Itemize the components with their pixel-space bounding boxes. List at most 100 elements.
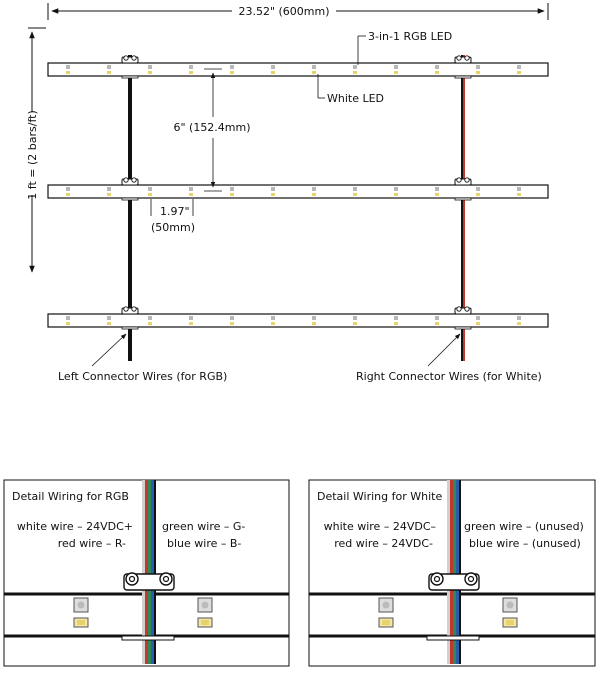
detail-rgb-right-line1: green wire – G-	[162, 520, 245, 533]
white-led-dot	[517, 71, 521, 74]
bar-connector-clip	[121, 55, 139, 79]
rgb-led-dot	[476, 187, 480, 191]
white-led-dot	[435, 193, 439, 196]
white-led-callout: White LED	[317, 74, 384, 105]
rgb-led-dot	[189, 65, 193, 69]
rgb-led-dot	[394, 187, 398, 191]
white-led-dot	[230, 193, 234, 196]
white-led-dot	[230, 322, 234, 325]
white-led-dot	[394, 71, 398, 74]
detail-white-right-line1: green wire – (unused)	[464, 520, 584, 533]
white-led-dot	[312, 322, 316, 325]
white-led-dot	[271, 322, 275, 325]
rgb-led-dot	[394, 316, 398, 320]
rgb-led-dot	[435, 316, 439, 320]
detail-rgb-panel: Detail Wiring for RGB white wire – 24VDC…	[3, 479, 290, 667]
rgb-led-dot	[353, 187, 357, 191]
white-led-dot	[189, 193, 193, 196]
detail-white-right-line2: blue wire – (unused)	[469, 537, 581, 550]
rgb-led-dot	[312, 65, 316, 69]
white-led-dot	[148, 71, 152, 74]
rgb-led-dot	[148, 187, 152, 191]
detail-rgb-wire-bundle	[142, 480, 156, 664]
rgb-led-callout: 3-in-1 RGB LED	[357, 30, 452, 65]
pitch-dimension-label-2: (50mm)	[151, 221, 195, 234]
rgb-led-dot	[271, 316, 275, 320]
detail-rgb-left-line1: white wire – 24VDC+	[17, 520, 133, 533]
white-led-dot	[394, 193, 398, 196]
bar-connector-clip	[454, 55, 472, 79]
white-led-dot	[394, 322, 398, 325]
rgb-led-dot	[353, 316, 357, 320]
pitch-dimension-label-1: 1.97"	[160, 205, 190, 218]
width-dimension: 23.52" (600mm)	[47, 3, 549, 20]
rgb-led-dot	[230, 316, 234, 320]
white-led-dot	[271, 193, 275, 196]
detail-white-connector-clip	[426, 572, 480, 641]
rgb-led-dot	[230, 187, 234, 191]
white-led-dot	[353, 71, 357, 74]
spacing-dimension: 6" (152.4mm)	[173, 68, 251, 192]
white-led-dot	[476, 193, 480, 196]
bar-connector-clip	[121, 177, 139, 201]
white-led-dot	[107, 193, 111, 196]
white-led-dot	[476, 322, 480, 325]
white-led-dot	[189, 71, 193, 74]
white-led-dot	[107, 322, 111, 325]
rgb-led-dot	[230, 65, 234, 69]
rgb-led-dot	[517, 187, 521, 191]
rgb-led-dot	[66, 65, 70, 69]
white-led-dot	[353, 322, 357, 325]
width-dimension-label: 23.52" (600mm)	[238, 5, 329, 18]
right-connector-label: Right Connector Wires (for White)	[356, 370, 542, 383]
detail-white-panel: Detail Wiring for White white wire – 24V…	[308, 479, 596, 667]
rgb-led-dot	[353, 65, 357, 69]
led-bar-1	[47, 62, 549, 77]
detail-white-left-line1: white wire – 24VDC–	[324, 520, 436, 533]
white-led-dot	[353, 193, 357, 196]
right-connector-callout: Right Connector Wires (for White)	[356, 333, 542, 383]
white-led-label: White LED	[327, 92, 384, 105]
right-connector-wire	[461, 55, 465, 361]
rgb-led-dot	[107, 187, 111, 191]
led-dots	[66, 65, 521, 325]
bar-connector-clip	[454, 306, 472, 330]
white-led-dot	[66, 71, 70, 74]
led-bar-3	[47, 313, 549, 328]
detail-rgb-right-line2: blue wire – B-	[167, 537, 241, 550]
rgb-led-dot	[148, 65, 152, 69]
white-led-dot	[312, 193, 316, 196]
white-led-dot	[66, 322, 70, 325]
pitch-dimension: 1.97" (50mm)	[150, 199, 195, 234]
white-led-dot	[312, 71, 316, 74]
rgb-led-dot	[148, 316, 152, 320]
rgb-led-dot	[66, 187, 70, 191]
rgb-led-label: 3-in-1 RGB LED	[368, 30, 452, 43]
white-led-dot	[107, 71, 111, 74]
rgb-led-dot	[517, 65, 521, 69]
rgb-led-dot	[66, 316, 70, 320]
rgb-led-dot	[435, 65, 439, 69]
led-bar-2	[47, 184, 549, 199]
rgb-led-dot	[271, 187, 275, 191]
rgb-led-dot	[107, 316, 111, 320]
rgb-led-dot	[476, 316, 480, 320]
white-led-dot	[271, 71, 275, 74]
rgb-led-dot	[312, 187, 316, 191]
white-led-dot	[230, 71, 234, 74]
rgb-led-dot	[271, 65, 275, 69]
white-led-dot	[66, 193, 70, 196]
white-led-dot	[517, 322, 521, 325]
height-dimension-label: 1 ft = (2 bars/ft)	[26, 110, 39, 199]
height-dimension: 1 ft = (2 bars/ft)	[26, 27, 46, 273]
white-led-dot	[517, 193, 521, 196]
detail-rgb-connector-clip	[121, 572, 175, 641]
rgb-led-dot	[107, 65, 111, 69]
white-led-dot	[435, 71, 439, 74]
bar-connector-clips	[121, 55, 472, 330]
bar-connector-clip	[121, 306, 139, 330]
white-led-dot	[476, 71, 480, 74]
detail-white-wire-bundle	[447, 480, 461, 664]
white-led-dot	[189, 322, 193, 325]
